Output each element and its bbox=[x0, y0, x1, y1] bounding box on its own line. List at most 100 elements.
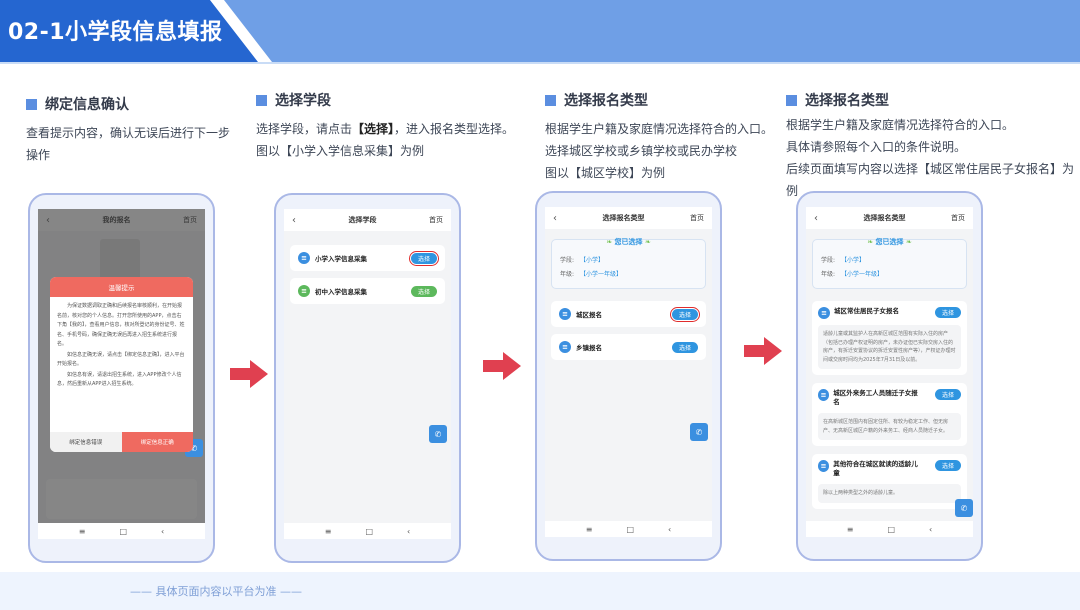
arrow-right-icon bbox=[744, 337, 782, 365]
phone-screen: ‹ 选择学段 首页 ≡小学入学信息采集 选择 ≡初中入学信息采集 选择 ✆ ≡ … bbox=[284, 209, 451, 539]
binding-correct-button[interactable]: 绑定信息正确 bbox=[121, 432, 193, 452]
leaf-icon: ❧ bbox=[867, 238, 876, 246]
bullet-square-icon bbox=[545, 94, 556, 106]
back-icon[interactable]: ‹ bbox=[929, 524, 933, 534]
step-1-text: 绑定信息确认 查看提示内容，确认无误后进行下一步 操作 bbox=[26, 94, 236, 166]
back-icon[interactable]: ‹ bbox=[553, 212, 557, 224]
phone-screen: ‹ 我的报名 首页 ✆ 温馨提示 为保证数据调取正确和后续报名审核顺利，在开始报… bbox=[38, 209, 205, 539]
nav-title: 选择报名类型 bbox=[863, 214, 906, 222]
selection-summary: ❧ 您已选择 ❧ 学段:【小学】 年级:【小学一年级】 bbox=[551, 238, 706, 289]
leaf-icon: ❧ bbox=[642, 238, 651, 246]
back-icon[interactable]: ‹ bbox=[292, 214, 296, 226]
nav-bar: ‹ 选择报名类型 首页 bbox=[545, 207, 712, 229]
home-link[interactable]: 首页 bbox=[951, 214, 965, 222]
step-title: 选择学段 bbox=[275, 93, 331, 109]
header-underline bbox=[0, 62, 1080, 64]
stack-icon: ≡ bbox=[818, 307, 830, 319]
back-icon[interactable]: ‹ bbox=[161, 526, 165, 536]
list-item-urban[interactable]: ≡城区报名 选择 bbox=[551, 301, 706, 327]
binding-wrong-button[interactable]: 绑定信息错误 bbox=[50, 432, 122, 452]
stack-icon: ≡ bbox=[298, 252, 310, 264]
bullet-square-icon bbox=[786, 94, 797, 106]
selection-tag: ❧ 您已选择 ❧ bbox=[867, 238, 912, 246]
select-button[interactable]: 选择 bbox=[411, 285, 437, 297]
select-button[interactable]: 选择 bbox=[935, 389, 961, 400]
system-nav-bar: ≡ □ ‹ bbox=[806, 521, 973, 537]
step-title: 选择报名类型 bbox=[564, 93, 648, 109]
phone-screen: ‹ 选择报名类型 首页 ❧ 您已选择 ❧ 学段:【小学】 年级:【小学一年级】 … bbox=[806, 207, 973, 537]
phone-mockup-4: ‹ 选择报名类型 首页 ❧ 您已选择 ❧ 学段:【小学】 年级:【小学一年级】 … bbox=[796, 191, 983, 561]
notice-modal: 温馨提示 为保证数据调取正确和后续报名审核顺利，在开始报名前，核对您的个人信息。… bbox=[50, 277, 193, 452]
nav-bar: ‹ 选择报名类型 首页 bbox=[806, 207, 973, 229]
select-button[interactable]: 选择 bbox=[672, 341, 698, 353]
selection-summary: ❧ 您已选择 ❧ 学段:【小学】 年级:【小学一年级】 bbox=[812, 238, 967, 289]
back-icon[interactable]: ‹ bbox=[668, 524, 672, 534]
selection-tag: ❧ 您已选择 ❧ bbox=[606, 238, 651, 246]
select-button[interactable]: 选择 bbox=[935, 307, 961, 318]
bullet-square-icon bbox=[26, 98, 37, 110]
phone-mockup-1: ‹ 我的报名 首页 ✆ 温馨提示 为保证数据调取正确和后续报名审核顺利，在开始报… bbox=[28, 193, 215, 563]
arrow-right-icon bbox=[483, 352, 521, 380]
list-item-township[interactable]: ≡乡镇报名 选择 bbox=[551, 334, 706, 360]
arrow-right-icon bbox=[230, 360, 268, 388]
home-link[interactable]: 首页 bbox=[690, 214, 704, 222]
header-title-block bbox=[0, 0, 258, 62]
home-icon[interactable]: □ bbox=[887, 524, 896, 534]
option-card-other[interactable]: ≡其他符合在城区就读的适龄儿童 选择 除以上两种类型之外的适龄儿童。 bbox=[812, 454, 967, 509]
back-icon[interactable]: ‹ bbox=[814, 212, 818, 224]
step-4-text: 选择报名类型 根据学生户籍及家庭情况选择符合的入口。 具体请参照每个入口的条件说… bbox=[786, 90, 1076, 202]
phone-call-icon[interactable]: ✆ bbox=[690, 423, 708, 441]
home-icon[interactable]: □ bbox=[119, 526, 128, 536]
step-description: 查看提示内容，确认无误后进行下一步 操作 bbox=[26, 126, 231, 162]
home-icon[interactable]: □ bbox=[365, 526, 374, 536]
stack-icon: ≡ bbox=[818, 460, 830, 472]
option-description: 除以上两种类型之外的适龄儿童。 bbox=[818, 484, 961, 503]
modal-title: 温馨提示 bbox=[50, 277, 193, 297]
footer-bar: —— 具体页面内容以平台为准 —— bbox=[0, 572, 1080, 610]
select-button[interactable]: 选择 bbox=[409, 250, 439, 266]
nav-bar: ‹ 选择学段 首页 bbox=[284, 209, 451, 231]
step-2-text: 选择学段 选择学段，请点击【选择】，进入报名类型选择。 图以【小学入学信息采集】… bbox=[256, 90, 526, 162]
system-nav-bar: ≡ □ ‹ bbox=[284, 523, 451, 539]
system-nav-bar: ≡ □ ‹ bbox=[38, 523, 205, 539]
nav-title: 选择报名类型 bbox=[602, 214, 645, 222]
modal-footer: 绑定信息错误 绑定信息正确 bbox=[50, 432, 193, 452]
menu-icon[interactable]: ≡ bbox=[78, 526, 86, 536]
menu-icon[interactable]: ≡ bbox=[846, 524, 854, 534]
step-3-text: 选择报名类型 根据学生户籍及家庭情况选择符合的入口。 选择城区学校或乡镇学校或民… bbox=[545, 90, 775, 184]
footer-note: —— 具体页面内容以平台为准 —— bbox=[130, 585, 302, 598]
phone-mockup-2: ‹ 选择学段 首页 ≡小学入学信息采集 选择 ≡初中入学信息采集 选择 ✆ ≡ … bbox=[274, 193, 461, 563]
modal-body: 为保证数据调取正确和后续报名审核顺利，在开始报名前，核对您的个人信息。打开您所使… bbox=[57, 303, 185, 387]
step-description: 根据学生户籍及家庭情况选择符合的入口。 选择城区学校或乡镇学校或民办学校 图以【… bbox=[545, 122, 774, 180]
system-nav-bar: ≡ □ ‹ bbox=[545, 521, 712, 537]
home-link[interactable]: 首页 bbox=[429, 216, 443, 224]
leaf-icon: ❧ bbox=[903, 238, 912, 246]
phone-call-icon[interactable]: ✆ bbox=[429, 425, 447, 443]
option-card-migrant-worker[interactable]: ≡城区外来务工人员随迁子女报名 选择 在高新城区范围内有固定住所、有较为稳定工作… bbox=[812, 383, 967, 446]
phone-mockup-3: ‹ 选择报名类型 首页 ❧ 您已选择 ❧ 学段:【小学】 年级:【小学一年级】 … bbox=[535, 191, 722, 561]
nav-title: 选择学段 bbox=[348, 216, 377, 224]
select-button[interactable]: 选择 bbox=[935, 460, 961, 471]
phone-call-icon[interactable]: ✆ bbox=[955, 499, 973, 517]
list-item-primary-school[interactable]: ≡小学入学信息采集 选择 bbox=[290, 245, 445, 271]
menu-icon[interactable]: ≡ bbox=[585, 524, 593, 534]
step-description: 根据学生户籍及家庭情况选择符合的入口。 具体请参照每个入口的条件说明。 后续页面… bbox=[786, 118, 1075, 198]
list-item-middle-school[interactable]: ≡初中入学信息采集 选择 bbox=[290, 278, 445, 304]
stack-icon: ≡ bbox=[298, 285, 310, 297]
back-icon[interactable]: ‹ bbox=[407, 526, 411, 536]
stack-icon: ≡ bbox=[559, 308, 571, 320]
option-card-urban-resident[interactable]: ≡城区常住居民子女报名 选择 适龄儿童或其监护人在高新区城区范围有实际入住的房产… bbox=[812, 301, 967, 375]
select-button[interactable]: 选择 bbox=[670, 306, 700, 322]
bullet-square-icon bbox=[256, 94, 267, 106]
page-title: 02-1小学段信息填报 bbox=[8, 20, 223, 45]
option-description: 在高新城区范围内有固定住所、有较为稳定工作、但无房产、无高新区城区户籍的外来务工… bbox=[818, 413, 961, 440]
option-description: 适龄儿童或其监护人在高新区城区范围有实际入住的房产（包括已办理产权证明的房产，未… bbox=[818, 325, 961, 369]
menu-icon[interactable]: ≡ bbox=[324, 526, 332, 536]
stack-icon: ≡ bbox=[818, 389, 830, 401]
home-icon[interactable]: □ bbox=[626, 524, 635, 534]
step-title: 绑定信息确认 bbox=[45, 97, 129, 113]
phone-screen: ‹ 选择报名类型 首页 ❧ 您已选择 ❧ 学段:【小学】 年级:【小学一年级】 … bbox=[545, 207, 712, 537]
step-title: 选择报名类型 bbox=[805, 93, 889, 109]
stack-icon: ≡ bbox=[559, 341, 571, 353]
leaf-icon: ❧ bbox=[606, 238, 615, 246]
